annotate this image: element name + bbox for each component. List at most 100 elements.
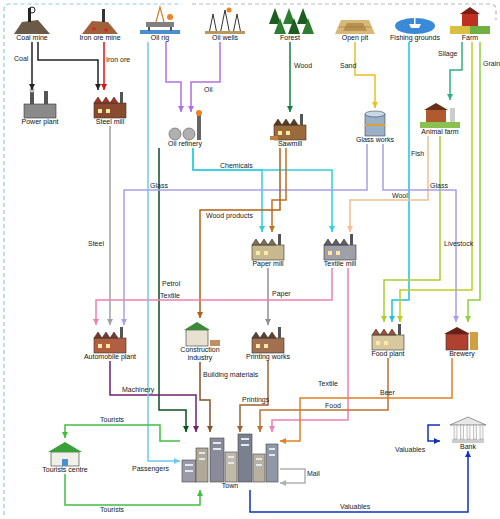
flow-arrow	[65, 474, 200, 505]
factory-wall	[372, 335, 404, 350]
tower	[197, 114, 201, 140]
flow-arrow	[65, 425, 180, 441]
icon-group	[395, 16, 435, 34]
node-label: Food plant	[371, 350, 404, 358]
icon-group	[450, 7, 490, 34]
flow-arrow	[289, 42, 291, 112]
flow-arrow	[103, 42, 105, 90]
window-row	[241, 438, 249, 440]
icon-group	[450, 417, 486, 443]
icon-group	[169, 110, 202, 140]
flow-arrow	[260, 358, 388, 432]
town-building	[210, 438, 224, 482]
flow-arrow	[110, 361, 196, 432]
boat	[409, 24, 421, 28]
town-building	[225, 452, 237, 482]
industry-node: Oil rig	[132, 6, 188, 42]
spoil-heap	[82, 21, 118, 34]
industry-node: Paper mill	[240, 232, 296, 268]
window-row	[185, 470, 193, 472]
industry-node: Coal mine	[4, 6, 60, 42]
icon-group	[444, 327, 478, 350]
leg	[148, 27, 150, 31]
window-row	[185, 464, 193, 466]
door	[62, 459, 68, 466]
industry-icon	[70, 6, 130, 34]
industry-icon	[132, 6, 188, 34]
barn	[426, 110, 446, 122]
window	[286, 131, 290, 135]
flow-arrow	[166, 42, 181, 112]
industry-node: Power plant	[12, 90, 68, 126]
cargo-label: Wool	[392, 192, 408, 200]
industry-icon	[80, 325, 140, 353]
cargo-label: Textile	[160, 292, 180, 300]
barn-roof	[460, 7, 480, 14]
cargo-label: Grain	[483, 60, 500, 68]
window-row	[199, 458, 205, 460]
node-label: Fishing grounds	[390, 34, 440, 42]
industry-icon	[82, 90, 138, 118]
factory-wall	[252, 338, 284, 353]
industry-icon	[170, 318, 230, 346]
flow-arrow	[400, 42, 472, 322]
town-building	[253, 454, 265, 482]
tree	[274, 18, 286, 34]
flow-arrow	[200, 362, 210, 432]
barn-roof	[424, 103, 448, 110]
band	[365, 124, 385, 126]
town-building	[266, 444, 278, 482]
smoke	[30, 88, 35, 93]
field	[450, 26, 470, 34]
flow-arrow	[468, 42, 480, 322]
window	[256, 251, 260, 255]
industry-node: Town	[180, 432, 280, 490]
industry-icon	[180, 432, 280, 482]
flow-arrow	[191, 42, 220, 112]
flow-arrow	[200, 148, 280, 318]
silo-top	[365, 111, 385, 117]
factory-roof	[252, 332, 276, 338]
window	[98, 344, 102, 348]
column	[454, 425, 457, 439]
chimney	[30, 91, 34, 104]
window-row	[213, 442, 221, 444]
flow-arrow	[350, 136, 428, 232]
cargo-label: Valuables	[340, 503, 370, 511]
factory-roof	[324, 239, 348, 245]
industry-node: Oil wells	[197, 6, 253, 42]
cargo-label: Mail	[307, 470, 320, 478]
node-label: Tourists centre	[42, 466, 88, 474]
town-building	[196, 448, 208, 482]
node-label: Brewery	[449, 350, 475, 358]
industry-icon	[445, 6, 495, 34]
roof	[444, 327, 470, 334]
factory-roof	[94, 97, 118, 103]
icon-group	[372, 324, 404, 350]
cargo-label: Petrol	[162, 280, 180, 288]
node-label: Oil rig	[151, 34, 169, 42]
field	[420, 122, 460, 128]
flow-arrow	[250, 451, 468, 512]
factory-wall	[274, 125, 306, 140]
factory-roof	[94, 332, 118, 338]
cargo-label: Glass	[430, 182, 448, 190]
silo	[365, 114, 385, 136]
flow-arrow	[384, 136, 440, 322]
industry-node: Animal farm	[412, 100, 468, 136]
window	[384, 341, 388, 345]
derrick	[220, 10, 230, 34]
industry-node: Tourists centre	[37, 438, 93, 474]
icon-group	[270, 114, 306, 140]
chimney	[278, 327, 281, 338]
ore	[92, 27, 96, 31]
cargo-label: Printings	[242, 396, 269, 404]
flow-arrow	[31, 42, 33, 90]
cargo-label: Tourists	[100, 416, 124, 424]
window	[328, 251, 332, 255]
column	[474, 425, 477, 439]
node-label: Oil wells	[212, 34, 238, 42]
column	[480, 425, 483, 439]
flow-arrow	[109, 126, 111, 325]
